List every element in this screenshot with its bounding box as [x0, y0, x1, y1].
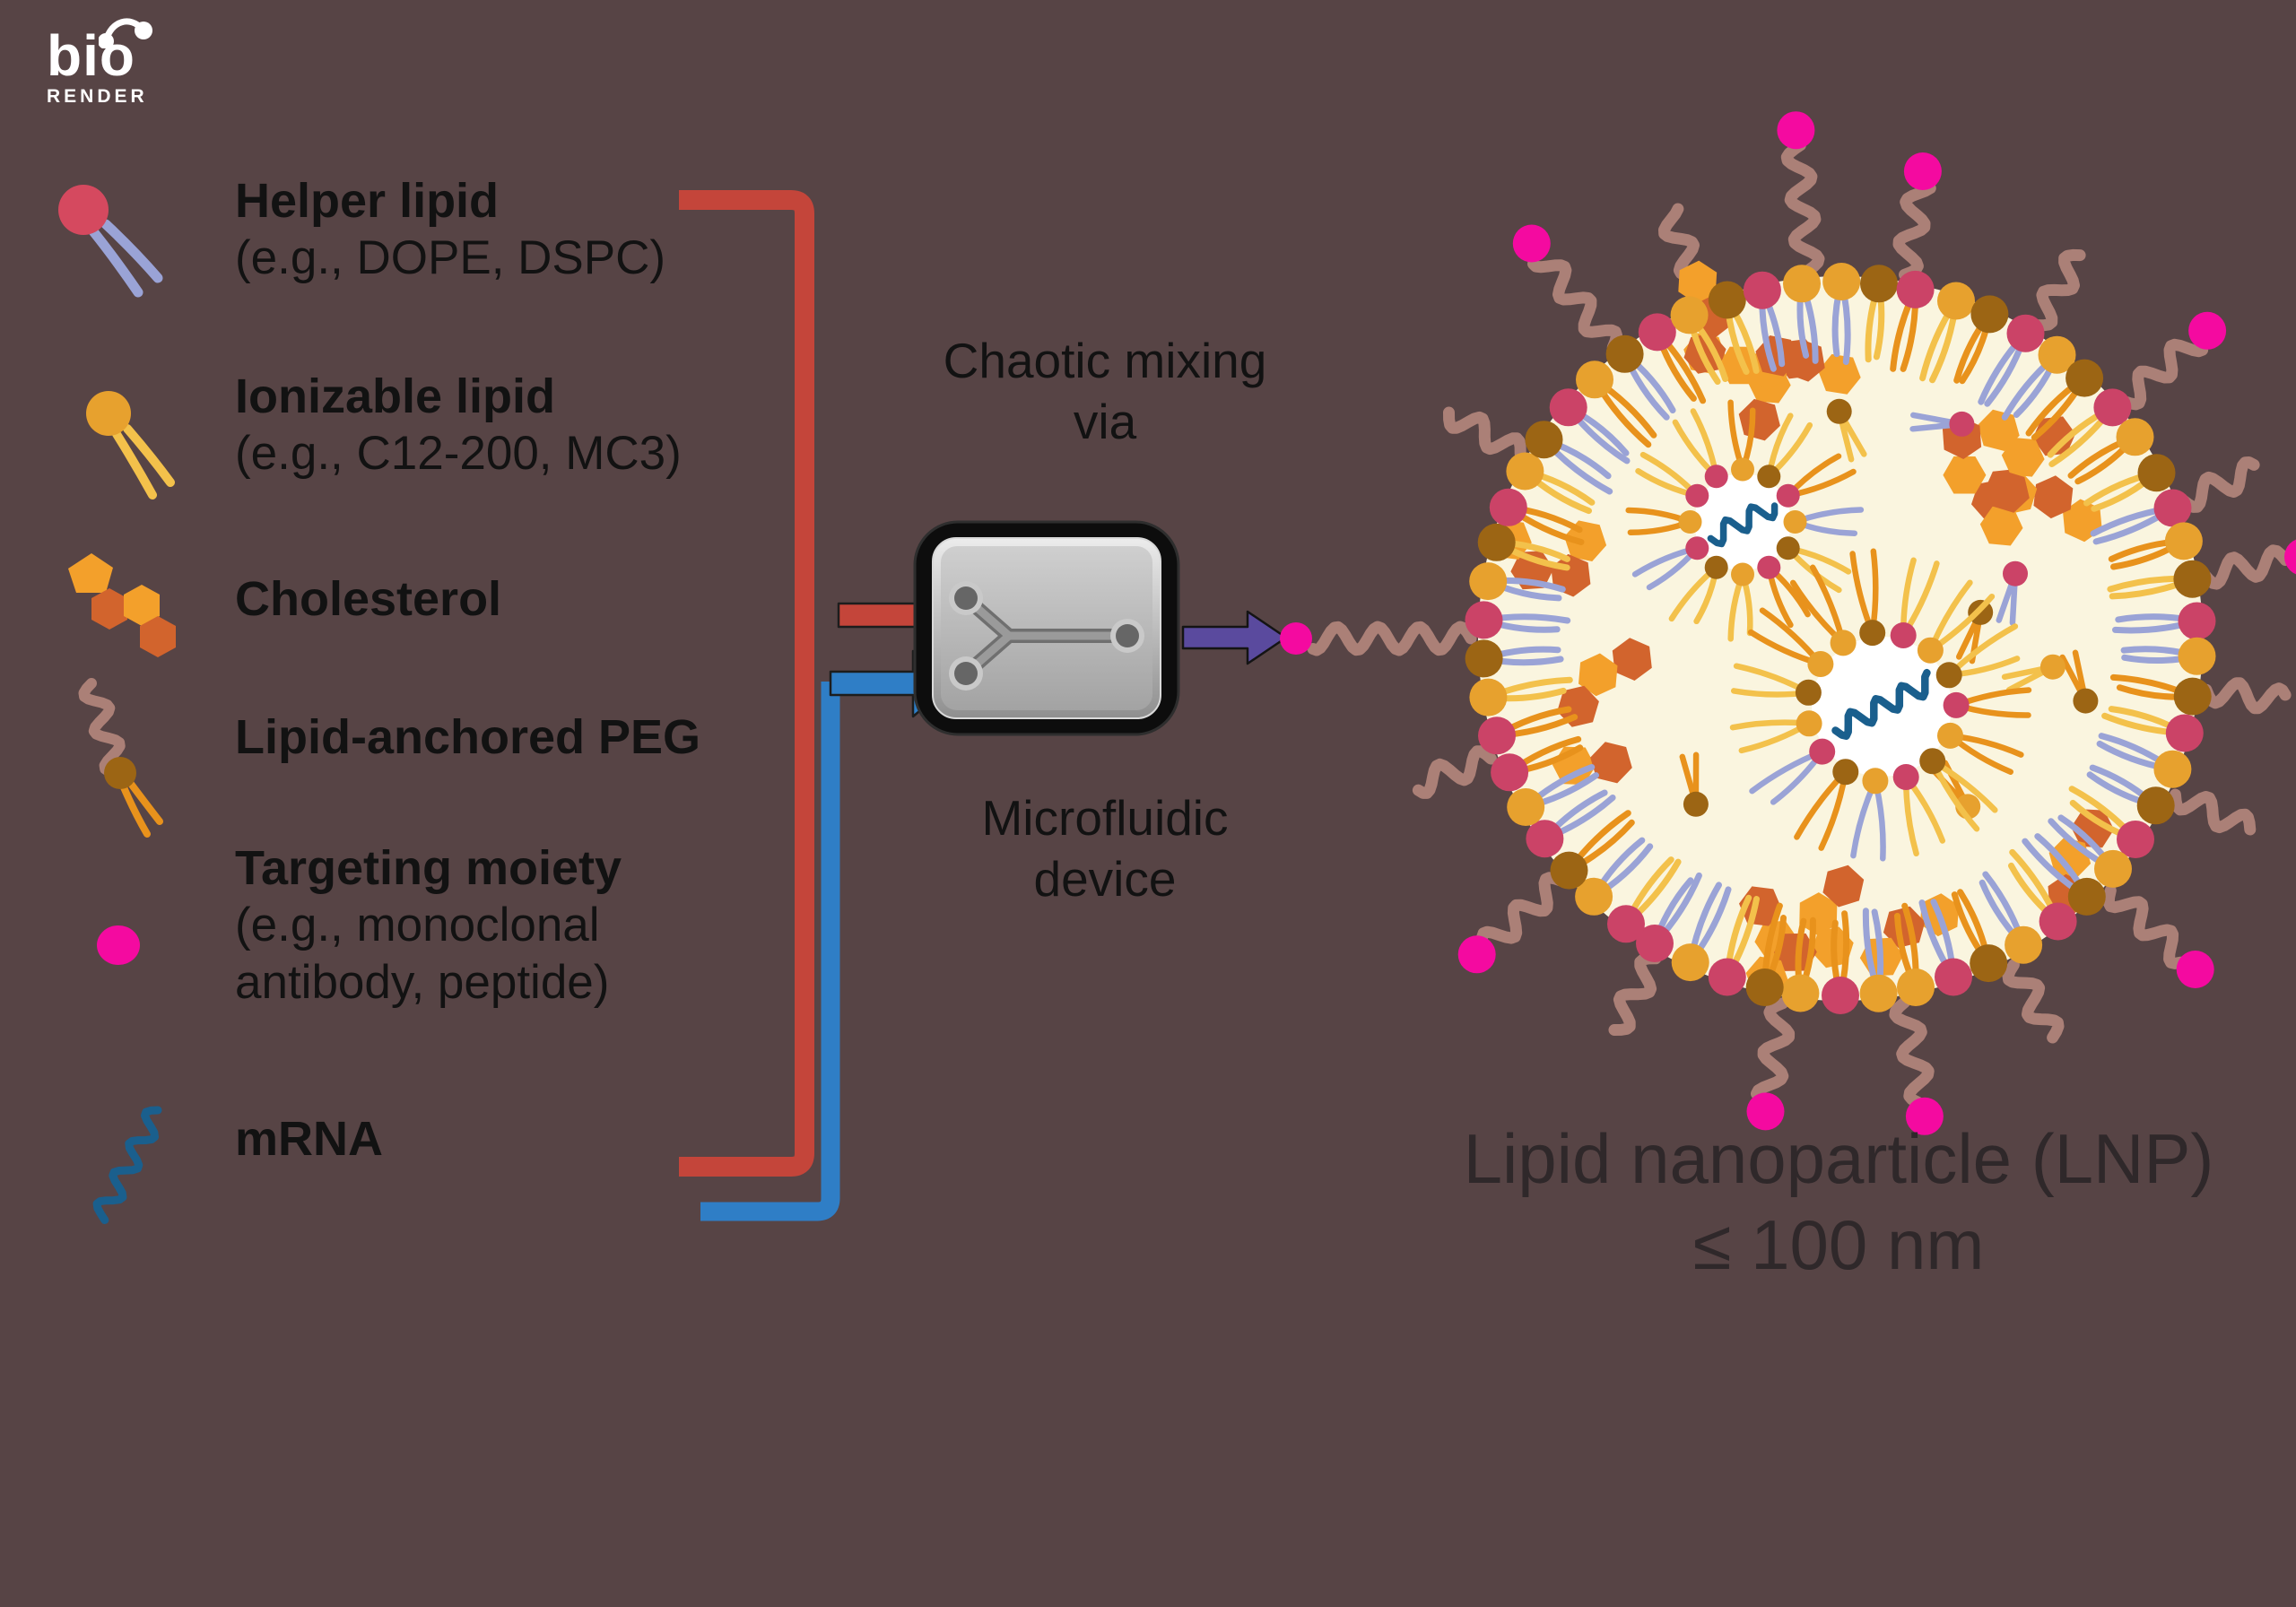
device-y-channel: [959, 591, 1135, 681]
blue-arrow: [829, 649, 954, 718]
cholesterol-icon: [68, 553, 176, 657]
helper-lipid-icon: [58, 185, 163, 298]
mrna-icon: [92, 1106, 162, 1224]
legend-item: mRNA: [235, 1110, 383, 1168]
legend-item-title: Ionizable lipid: [235, 369, 556, 423]
legend-item: Cholesterol: [235, 570, 501, 628]
biorender-logo: bio RENDER: [47, 18, 181, 108]
legend-item: Targeting moiety (e.g., monoclonal antib…: [235, 839, 622, 1012]
device-port: [949, 656, 983, 691]
legend-item: Lipid-anchored PEG: [235, 708, 700, 766]
logo-word: bio: [47, 23, 135, 88]
legend-item-subtitle: (e.g., C12-200, MC3): [235, 427, 682, 480]
legend-item: Ionizable lipid (e.g., C12-200, MC3): [235, 368, 682, 482]
peg-lipid-icon: [78, 678, 163, 838]
ionizable-lipid-icon: [86, 391, 175, 499]
device-port: [949, 581, 983, 615]
lnp-label-line1: Lipid nanoparticle (LNP): [1463, 1119, 2214, 1198]
device-port: [1110, 619, 1144, 653]
microfluidic-device: [913, 520, 1180, 736]
targeting-moiety-icon: [97, 925, 140, 965]
blue-line: [700, 682, 840, 1221]
legend-item-title: mRNA: [235, 1112, 384, 1166]
lipid-nanoparticle-illustration: [1280, 111, 2296, 1135]
legend-item-title: Cholesterol: [235, 572, 502, 626]
device-y-channel-fill: [961, 594, 1132, 678]
logo-subtitle: RENDER: [47, 86, 148, 107]
lnp-label-line2: ≤ 100 nm: [1692, 1205, 1985, 1284]
legend-item-title: Helper lipid: [235, 174, 500, 228]
legend-item-title: Lipid-anchored PEG: [235, 710, 701, 764]
red-bracket: [679, 190, 814, 1177]
red-arrow: [837, 580, 959, 650]
logo-molecule-icon: [99, 18, 152, 48]
device-plate: [932, 537, 1161, 719]
legend-item-subtitle: (e.g., monoclonal: [235, 899, 600, 951]
purple-arrow: [1181, 610, 1288, 665]
legend-item-subtitle: (e.g., DOPE, DSPC): [235, 231, 666, 284]
device-plate-inner: [941, 546, 1152, 710]
legend-item-subtitle: antibody, peptide): [235, 956, 610, 1009]
chaotic-mixing-label: Chaotic mixing via: [943, 333, 1267, 449]
legend-item: Helper lipid (e.g., DOPE, DSPC): [235, 172, 665, 287]
microfluidic-device-label: Microfluidic device: [981, 790, 1229, 907]
lnp-label: Lipid nanoparticle (LNP) ≤ 100 nm: [1363, 1116, 2296, 1288]
legend-item-title: Targeting moiety: [235, 841, 622, 895]
